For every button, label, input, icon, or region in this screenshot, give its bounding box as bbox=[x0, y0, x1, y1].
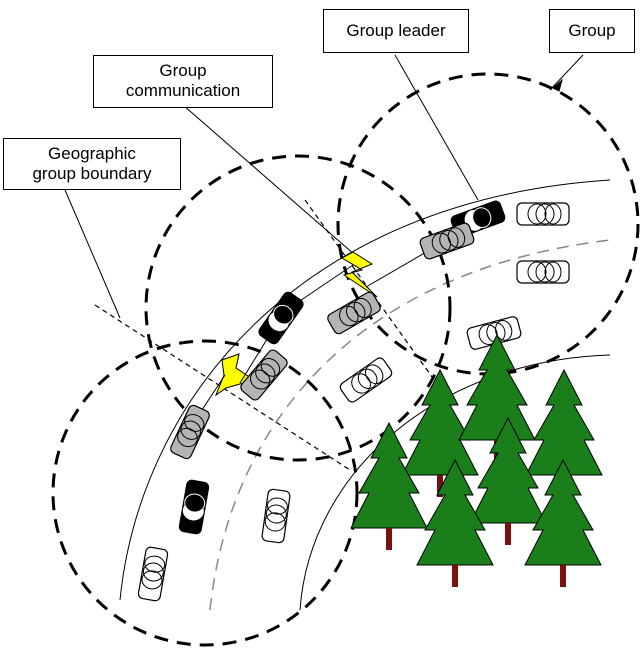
pointer-group-communication bbox=[182, 104, 356, 256]
road-outer-edge bbox=[119, 179, 611, 601]
road-inner-edge bbox=[299, 354, 611, 611]
pointer-lines bbox=[64, 54, 584, 319]
group-leader-text: Group leader bbox=[346, 21, 446, 40]
geographic-boundary-text-line2: group boundary bbox=[32, 164, 152, 183]
group-circle-lower-left bbox=[51, 339, 359, 647]
car-icon bbox=[256, 289, 306, 347]
tree-icon bbox=[416, 459, 494, 588]
pointer-group bbox=[549, 54, 584, 91]
group-text: Group bbox=[568, 21, 616, 40]
car-icon bbox=[337, 355, 395, 405]
road bbox=[119, 179, 611, 611]
lightning-bolt-upper bbox=[340, 251, 378, 298]
geographic-boundary-text-line1: Geographic bbox=[48, 144, 136, 163]
pointer-group-leader bbox=[394, 54, 479, 201]
boundary-line-lower bbox=[94, 304, 351, 471]
car-icon bbox=[137, 545, 169, 603]
geographic-boundary-label: Geographic group boundary bbox=[3, 138, 181, 190]
car-icon bbox=[178, 478, 210, 536]
tree-icon bbox=[524, 459, 602, 588]
group-communication-label: Group communication bbox=[93, 55, 273, 108]
group-leader-label: Group leader bbox=[323, 9, 469, 53]
group-communication-text-line2: communication bbox=[125, 81, 241, 100]
group-communication-text-line1: Group bbox=[159, 61, 207, 80]
communication-links bbox=[191, 239, 448, 426]
group-label: Group bbox=[549, 9, 635, 53]
group-circle-middle bbox=[144, 154, 452, 462]
car-icon bbox=[260, 488, 292, 544]
car-icon bbox=[516, 260, 570, 284]
car-icon bbox=[325, 289, 383, 337]
pointer-group-arrowhead bbox=[552, 78, 563, 92]
car-icon bbox=[168, 403, 212, 461]
car-icon bbox=[418, 221, 476, 261]
car-icon bbox=[516, 202, 570, 226]
tree-icon bbox=[350, 422, 428, 551]
pointer-geo-boundary bbox=[64, 189, 121, 319]
